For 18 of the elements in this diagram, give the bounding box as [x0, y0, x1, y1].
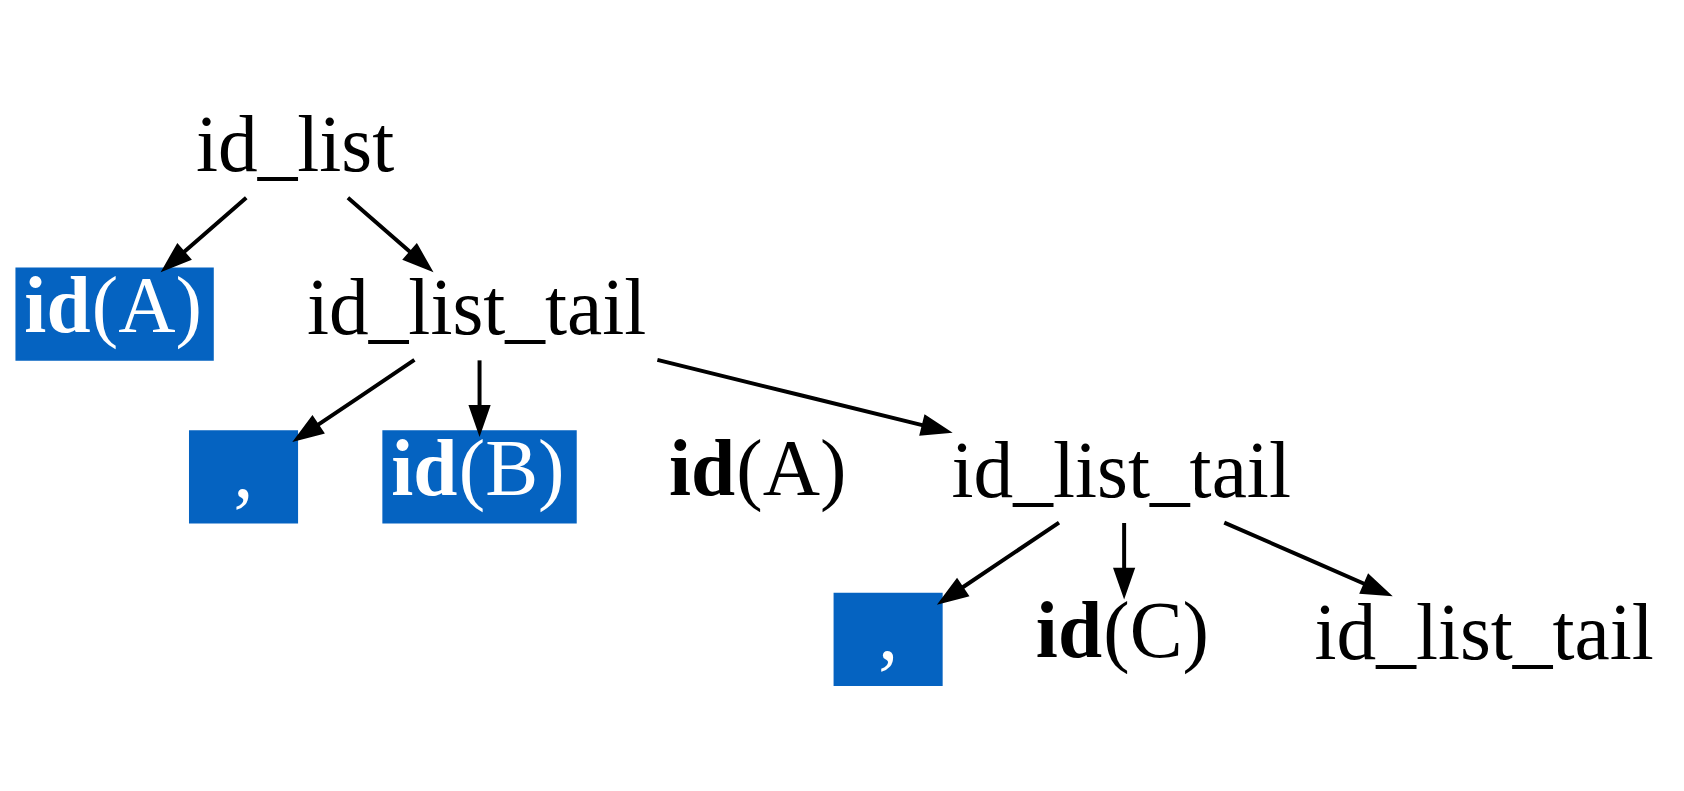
arrow	[346, 196, 434, 273]
node-text: id_list_tail	[951, 425, 1291, 514]
node-text: id_list	[195, 100, 395, 189]
label: id(A)	[668, 423, 847, 512]
arrow	[656, 358, 953, 436]
arrow	[1223, 520, 1393, 597]
arrow	[1113, 523, 1136, 600]
arrow	[936, 520, 1061, 605]
node-text: id(C)	[1035, 586, 1210, 675]
node-text: id_list_tail	[1314, 588, 1654, 677]
arrow	[160, 196, 248, 273]
node-text: id_list_tail	[307, 263, 647, 352]
arrow	[468, 360, 491, 437]
arrow	[292, 358, 416, 443]
node-box: id(A)	[15, 267, 214, 361]
node-box: ,	[833, 592, 943, 687]
node-box: ,	[189, 430, 299, 524]
node-box: id(B)	[382, 430, 577, 524]
